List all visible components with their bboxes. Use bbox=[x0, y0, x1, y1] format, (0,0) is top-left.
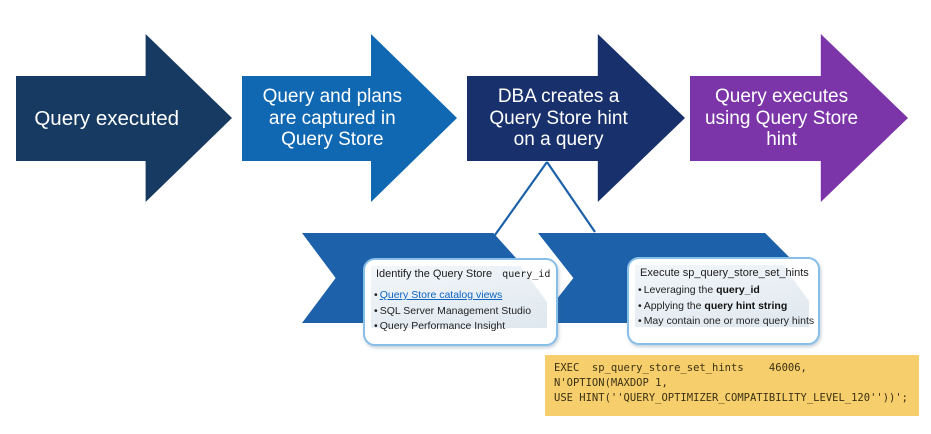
bullet-text: Leveraging the bbox=[643, 284, 717, 296]
arrow-line: using Query Store bbox=[704, 107, 859, 129]
arrow-line: Query Store bbox=[281, 129, 384, 151]
arrow-line: Query Store hint bbox=[489, 107, 628, 129]
flow-arrow-label: Query executed bbox=[16, 76, 197, 161]
flow-arrow-label: DBA creates a Query Store hint on a quer… bbox=[467, 76, 650, 161]
callout-title-text: Identify the Query Store bbox=[376, 268, 493, 280]
flow-arrow-label: Query executes using Query Store hint bbox=[690, 76, 873, 161]
query-store-catalog-views-link[interactable]: Query Store catalog views bbox=[379, 289, 503, 301]
callout-highlight-shade bbox=[635, 265, 809, 327]
bullet-bold-text: query hint string bbox=[704, 299, 788, 312]
arrow-line: Query and plans bbox=[262, 86, 402, 108]
bullet-icon: • bbox=[638, 284, 642, 296]
callout-execute-set-hints: Execute sp_query_store_set_hints •Levera… bbox=[627, 257, 820, 345]
code-line: EXEC sp_query_store_set_hints 46006, bbox=[554, 362, 807, 374]
callout-bullet-list: •Query Store catalog views •SQL Server M… bbox=[374, 288, 531, 335]
flow-arrow-plans-captured: Query and plans are captured in Query St… bbox=[242, 34, 457, 202]
list-item: •Query Store catalog views bbox=[374, 288, 531, 304]
bullet-icon: • bbox=[374, 320, 378, 332]
callout-title: Identify the Query Store query_id bbox=[376, 268, 550, 280]
query-id-code: query_id bbox=[502, 269, 551, 280]
code-line: USE HINT(''QUERY_OPTIMIZER_COMPATIBILITY… bbox=[554, 392, 909, 404]
connector-v-lines bbox=[494, 161, 596, 236]
callout-title: Execute sp_query_store_set_hints bbox=[640, 267, 809, 279]
list-item: •Leveraging the query_id bbox=[638, 283, 814, 299]
bullet-bold-text: query_id bbox=[716, 284, 760, 296]
arrow-line: on a query bbox=[513, 129, 604, 151]
callout-bullet-list: •Leveraging the query_id •Applying the q… bbox=[638, 283, 814, 330]
arrow-line: Query executes bbox=[715, 86, 849, 108]
connector-line-right bbox=[546, 161, 596, 233]
list-item: •May contain one or more query hints bbox=[638, 314, 814, 330]
arrow-line: are captured in bbox=[268, 107, 396, 129]
tsql-code-block: EXEC sp_query_store_set_hints 46006, N'O… bbox=[545, 355, 919, 416]
arrow-line: DBA creates a bbox=[497, 86, 620, 108]
list-item: •SQL Server Management Studio bbox=[374, 304, 531, 320]
list-item: •Applying the query hint string bbox=[638, 299, 814, 315]
bullet-icon: • bbox=[638, 315, 642, 327]
arrow-line: hint bbox=[766, 129, 797, 151]
connector-line-left bbox=[494, 161, 548, 236]
flow-arrow-query-executed: Query executed bbox=[16, 34, 232, 202]
bullet-icon: • bbox=[374, 304, 378, 317]
callout-title-text: Execute sp_query_store_set_hints bbox=[640, 267, 809, 279]
callout-highlight-shade bbox=[371, 266, 547, 328]
bullet-icon: • bbox=[638, 299, 642, 312]
bullet-text: Applying the bbox=[643, 299, 705, 312]
arrow-line: Query executed bbox=[34, 106, 180, 130]
list-item: •Query Performance Insight bbox=[374, 319, 531, 335]
bullet-text: SQL Server Management Studio bbox=[379, 304, 532, 317]
code-line: N'OPTION(MAXDOP 1, bbox=[554, 377, 668, 389]
bullet-text: Query Performance Insight bbox=[379, 320, 506, 332]
bullet-icon: • bbox=[374, 289, 378, 301]
bullet-text: May contain one or more query hints bbox=[643, 315, 815, 327]
flow-arrow-query-executes-hint: Query executes using Query Store hint bbox=[690, 34, 908, 202]
flow-arrow-label: Query and plans are captured in Query St… bbox=[242, 76, 423, 161]
